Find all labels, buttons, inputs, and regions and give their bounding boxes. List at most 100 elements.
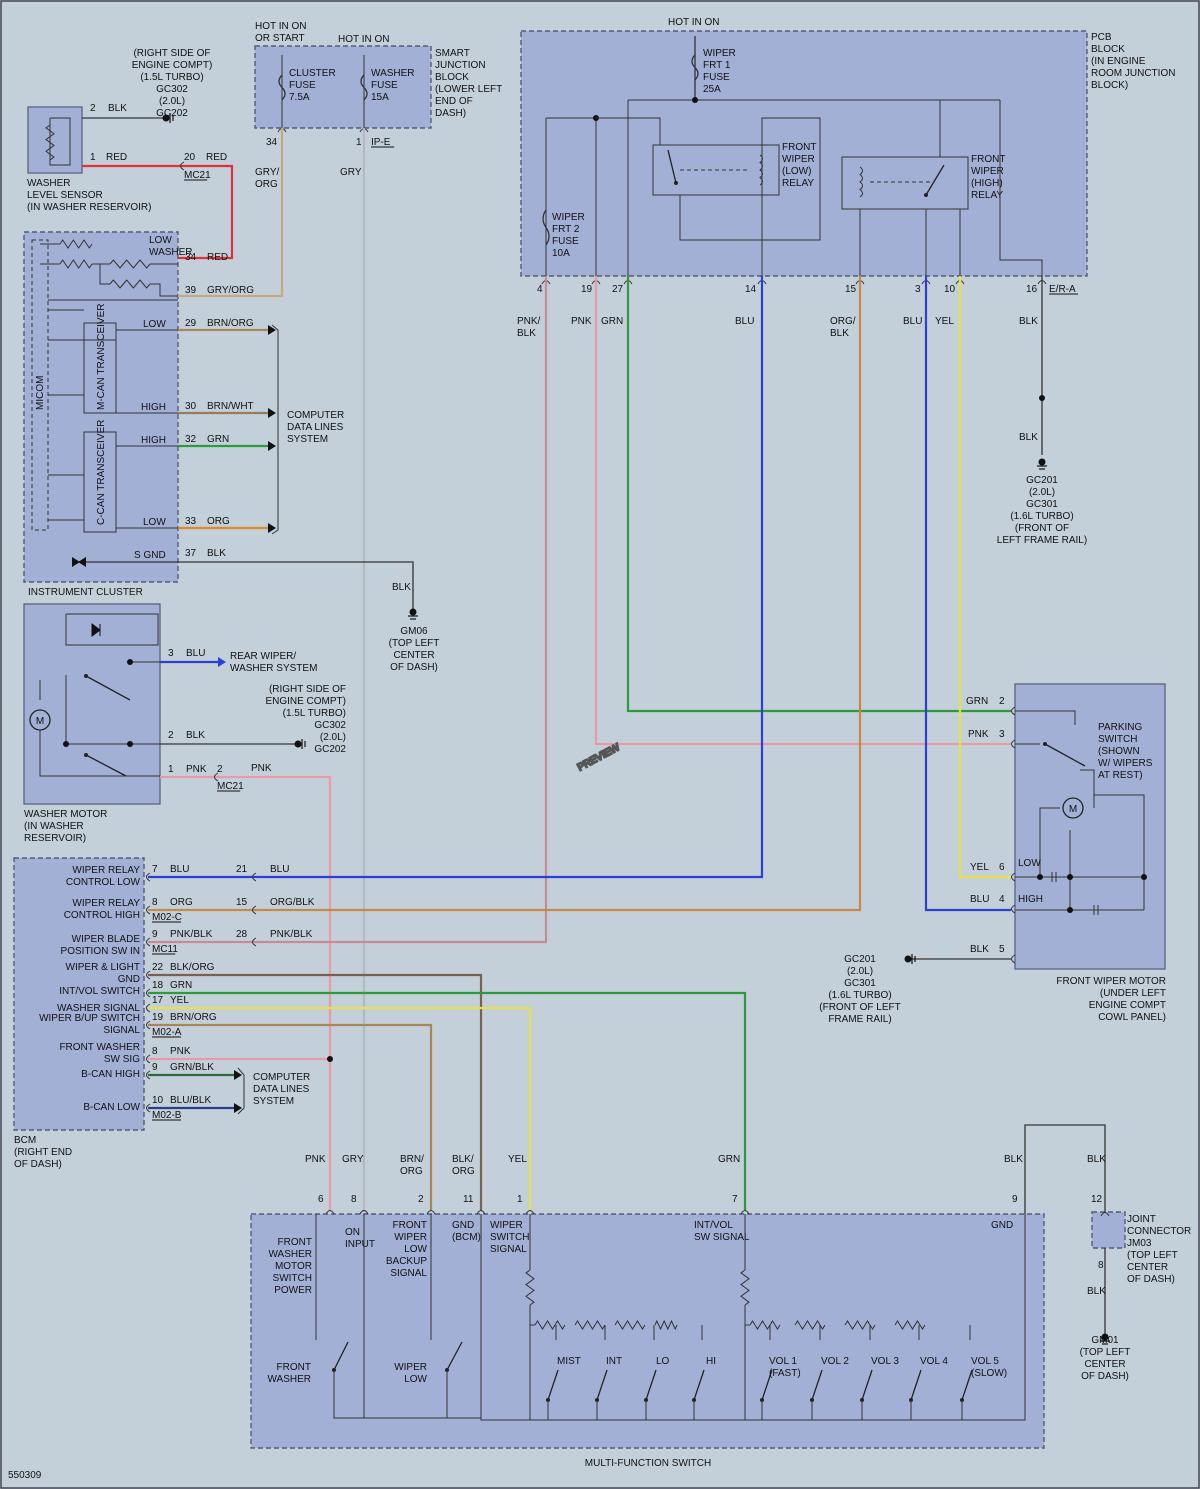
text-washer_motor-conn_color: PNK [251,763,272,774]
text-line: PNK [251,763,272,774]
text-line: 30 [185,401,197,412]
front-wiper-motor [1014,683,1166,970]
text-line: COMPUTER [253,1072,310,1083]
text-bcm-rows-7-color: PNK [170,1046,191,1057]
text-mfs-wires-7-pin: 12 [1091,1194,1103,1205]
instrument-cluster [23,231,179,583]
text-washer_motor-pin2: 2 [168,730,174,741]
text-mfs-vols-1: VOL 2 [821,1356,849,1367]
text-line: MC21 [217,781,244,792]
text-line: 29 [185,318,197,329]
switch-blade [85,675,131,701]
wire-gry-org [178,128,284,298]
text-line: ORG [170,897,193,908]
switch-blade [961,1369,973,1401]
text-line: GC302 [156,84,188,95]
text-line: 25A [703,84,721,95]
text-line: SMART [435,48,470,59]
text-line: 34 [185,252,197,263]
washer-motor-switch [84,674,131,701]
text-line: WASHER SIGNAL [57,1003,140,1014]
text-bcm-rows-7-pin: 8 [152,1046,158,1057]
text-line: 20 [184,152,196,163]
text-line: WIPER [552,212,585,223]
text-line: (1.5L TURBO) [283,708,346,719]
text-mfs-wires-4-pin: 1 [517,1194,523,1205]
pcb-relay-feed [596,117,661,145]
washer-motor-switch [84,753,127,777]
front-wiper-high-relay [841,156,969,210]
wire-grn-intvol [148,991,747,1210]
text-line: (TOP LEFT [389,638,440,649]
ground-icon-dot [162,114,170,122]
washer-fuse-icon [360,74,368,101]
text-line: B-CAN LOW [83,1102,140,1113]
text-front_motor-pins-4-pin: 5 [999,944,1005,955]
wire-brn-org-bup [148,1023,433,1210]
text-mfs-wires-1-pin: 8 [351,1194,357,1205]
text-pcb_block-wire_labels-4: ORG/BLK [830,316,856,339]
text-line: (SHOWN [1098,746,1140,757]
text-line: CENTER [393,650,434,661]
text-washer_sensor-pin1: 1 [90,152,96,163]
text-line: BLK [830,328,849,339]
text-line: INT/VOL SWITCH [59,986,140,997]
splice-dot [1037,874,1043,880]
arrow-icon [268,523,276,533]
text-cluster-pin34: 34 [185,252,197,263]
text-line: 4 [999,894,1005,905]
text-line: ENGINE COMPT) [132,60,213,71]
ground-icon-dot [904,955,912,963]
ground-icon-dot [1101,1333,1109,1341]
text-line: CONTROL LOW [66,877,141,888]
text-line: 12 [1091,1194,1103,1205]
sensor-resistor [45,124,55,161]
bcm [13,857,145,1131]
text-line: RESERVOIR) [24,833,86,844]
text-line: 39 [185,285,197,296]
cluster-resistor [109,279,151,289]
arrow-icon [72,557,80,567]
arrow-icon [268,325,276,335]
text-washer_sensor-conn_color: RED [206,152,227,163]
text-cluster-blk_label: BLK [392,582,411,593]
text-junction_block-connector: IP-E [371,137,395,148]
text-line: 1 [90,152,96,163]
text-mfs-gnd: GND [991,1220,1013,1231]
text-line: PNK [170,1046,191,1057]
text-line: COWL PANEL) [1098,1012,1166,1023]
text-line: 1 [517,1194,523,1205]
text-bcm-rows-1-ccolor: ORG/BLK [270,897,315,908]
text-bcm-rows-4-color: GRN [170,980,192,991]
text-cluster-pin29_color: BRN/ORG [207,318,254,329]
wiper-frt1-fuse-icon [691,54,699,81]
splice-dot [63,741,69,747]
wiper-frt2-fuse-icon [542,209,550,246]
mfs-pin-terminal [525,1210,535,1215]
text-line: MC21 [184,170,211,181]
text-line: GC301 [1026,499,1058,510]
text-line: ORG/BLK [270,897,315,908]
data-lines-brace [271,324,279,535]
text-line: 18 [152,980,164,991]
text-cluster-pin30: 30 [185,401,197,412]
text-bcm-rows-8-pin: 9 [152,1062,158,1073]
text-cluster-pin39_color: GRY/ORG [207,285,254,296]
text-line: ORG [255,179,278,190]
wire-org-blk-pcb [148,276,862,912]
switch-blade [596,1369,608,1401]
text-line: WASHER SYSTEM [230,663,317,674]
text-line: FRONT [393,1220,427,1231]
text-line: (FAST) [769,1368,801,1379]
wire-blk-org [148,973,483,1210]
text-washer_motor-pin2_color: BLK [186,730,205,741]
text-washer_motor-pin1: 1 [168,764,174,775]
ground-icon-dot [294,740,302,748]
text-line: MC11 [152,944,178,955]
text-line: BLOCK [435,72,469,83]
